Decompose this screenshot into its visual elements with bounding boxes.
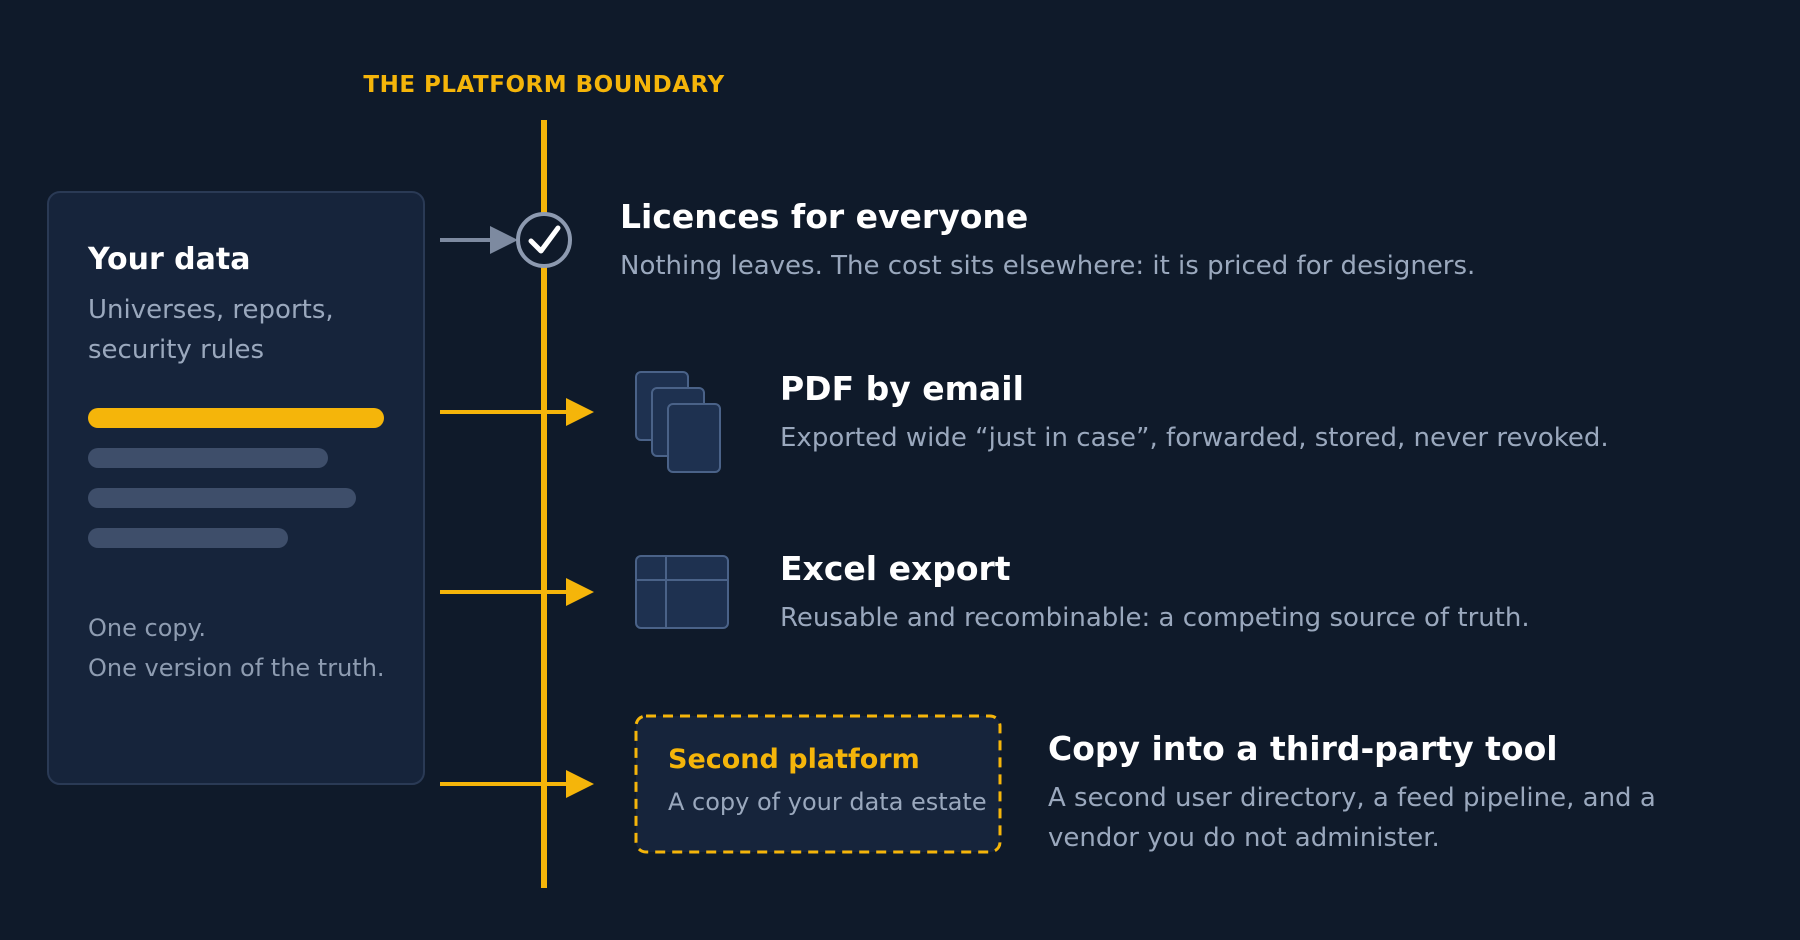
- row-description-third-party: vendor you do not administer.: [1048, 823, 1440, 853]
- data-card-title: Your data: [88, 242, 251, 277]
- leak-arrow: [440, 398, 594, 426]
- spreadsheet-icon: [635, 555, 729, 629]
- leak-arrow: [440, 770, 594, 798]
- second-platform-title: Second platform: [668, 744, 920, 775]
- row-description-licences: Nothing leaves. The cost sits elsewhere:…: [620, 251, 1476, 281]
- row-title-excel: Excel export: [780, 549, 1011, 588]
- data-bar-highlight: [88, 408, 384, 428]
- row-description-pdf: Exported wide “just in case”, forwarded,…: [780, 423, 1609, 453]
- row-description-third-party: A second user directory, a feed pipeline…: [1048, 783, 1656, 813]
- data-card-footer: One copy.: [88, 614, 207, 642]
- check-circle-icon: [516, 212, 572, 268]
- data-card-footer: One version of the truth.: [88, 654, 385, 682]
- stacked-documents-icon: [635, 371, 721, 473]
- row-title-third-party: Copy into a third-party tool: [1048, 729, 1558, 768]
- data-card-subtitle: security rules: [88, 335, 265, 365]
- row-description-excel: Reusable and recombinable: a competing s…: [780, 603, 1530, 633]
- data-bar: [88, 448, 328, 468]
- blocked-arrow-head: [490, 226, 518, 254]
- data-bar: [88, 528, 288, 548]
- data-card-subtitle: Universes, reports,: [88, 295, 334, 325]
- leak-arrow: [440, 578, 594, 606]
- second-platform-box: [634, 714, 1002, 854]
- boundary-label: THE PLATFORM BOUNDARY: [363, 72, 725, 98]
- row-title-licences: Licences for everyone: [620, 197, 1029, 236]
- second-platform-subtitle: A copy of your data estate: [668, 788, 987, 816]
- data-bar: [88, 488, 356, 508]
- row-title-pdf: PDF by email: [780, 369, 1024, 408]
